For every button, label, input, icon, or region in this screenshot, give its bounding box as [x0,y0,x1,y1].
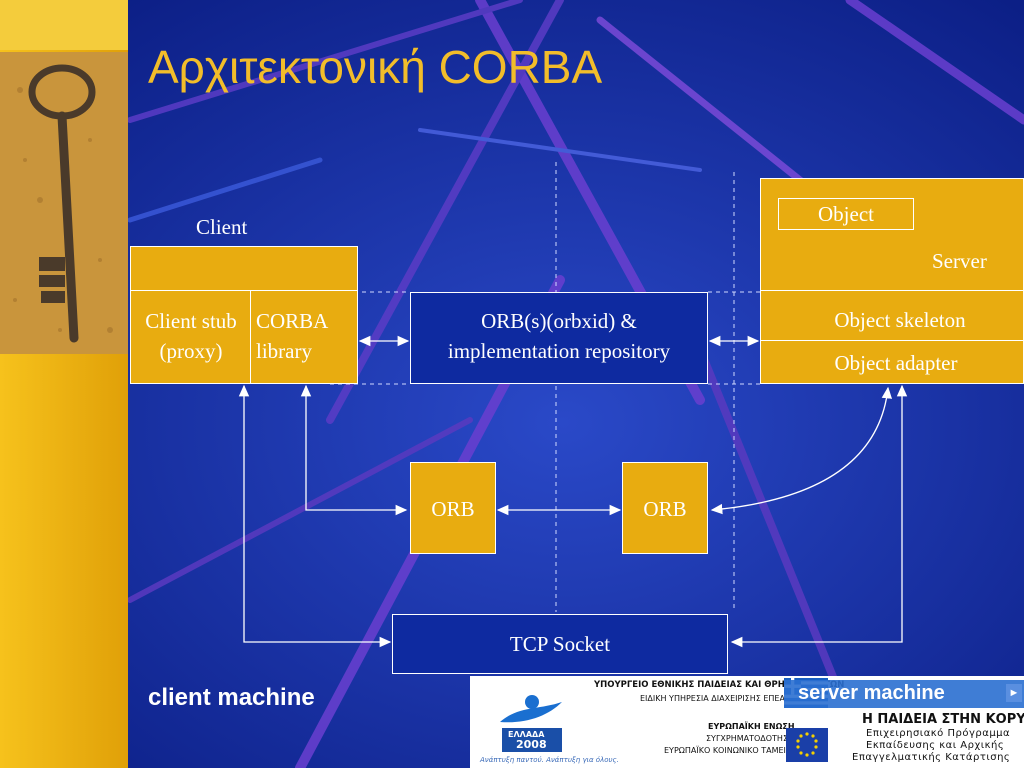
server-machine-label: server machine [798,682,945,704]
greece-2008-logo [500,695,562,752]
logo-tagline: Ανάπτυξη παντού. Ανάπτυξη για όλους. [480,756,619,764]
server-divider-2 [760,340,1024,341]
footer-eu: ΕΥΡΩΠΑΪΚΗ ΕΝΩΣΗ [708,722,795,731]
server-divider-1 [760,290,1024,291]
corba-library-line1: CORBA [256,309,329,333]
orb-repository-label: ORB(s)(orbxid) & implementation reposito… [410,306,708,366]
object-box [778,198,914,230]
slide-title: Αρχιτεκτονική CORBA [148,41,603,93]
server-box [760,178,1024,384]
key-image [28,64,96,343]
orb-left-box [410,462,496,554]
footer-ministry: ΥΠΟΥΡΓΕΙΟ ΕΘΝΙΚΗΣ ΠΑΙΔΕΙΑΣ ΚΑΙ ΘΡΗΣΚΕΥΜΑ… [594,680,845,690]
orb-repo-line2: implementation repository [447,339,671,363]
client-label: Client [196,215,248,239]
footer-banner: ΕΛΛΑΔΑ 2008 Ανάπτυξη παντού. Ανάπτυξη γι… [470,676,1024,768]
orb-repo-line1: ORB(s)(orbxid) & [481,309,637,333]
footer-service: ΕΙΔΙΚΗ ΥΠΗΡΕΣΙΑ ΔΙΑΧΕΙΡΙΣΗΣ ΕΠΕΑΕΚ [640,694,796,703]
footer-esf: ΕΥΡΩΠΑΪΚΟ ΚΟΙΝΩΝΙΚΟ ΤΑΜΕΙΟ [664,746,793,755]
logo-country: ΕΛΛΑΔΑ [508,730,545,739]
client-stub-label: Client stub (proxy) [134,306,248,366]
client-stub-line1: Client stub [145,309,237,333]
footer-program-line2: Εκπαίδευσης και Αρχικής [866,740,1005,751]
corba-library-line2: library [256,339,312,363]
footer-cofunding: ΣΥΓΧΡΗΜΑΤΟΔΟΤΗΣΗ [706,734,795,743]
orb-repository-box [410,292,708,384]
orb-right-box [622,462,708,554]
client-box [130,246,358,384]
client-divider [130,290,358,291]
client-stub-line2: (proxy) [159,339,223,363]
logo-year: 2008 [516,738,547,751]
corba-library-label: CORBA library [256,306,328,366]
nav-bar [784,680,1024,708]
footer-program-line3: Επαγγελματικής Κατάρτισης [852,752,1011,763]
object-adapter-label: Object adapter [834,351,958,375]
orb-right-label: ORB [643,497,687,521]
object-label: Object [818,202,874,226]
client-vdivider [250,290,251,384]
footer-slogan: Η ΠΑΙΔΕΙΑ ΣΤΗΝ ΚΟΡΥΦΗ [862,712,1024,727]
orb-left-label: ORB [431,497,475,521]
tcp-socket-box [392,614,728,674]
footer-program-line1: Επιχειρησιακό Πρόγραμμα [866,728,1011,739]
client-machine-label: client machine [148,684,315,711]
server-label: Server [932,249,987,273]
eu-flag-icon [786,728,828,762]
next-arrow-icon[interactable]: ► [1006,684,1022,702]
object-skeleton-label: Object skeleton [834,308,966,332]
tcp-socket-label: TCP Socket [509,632,611,656]
